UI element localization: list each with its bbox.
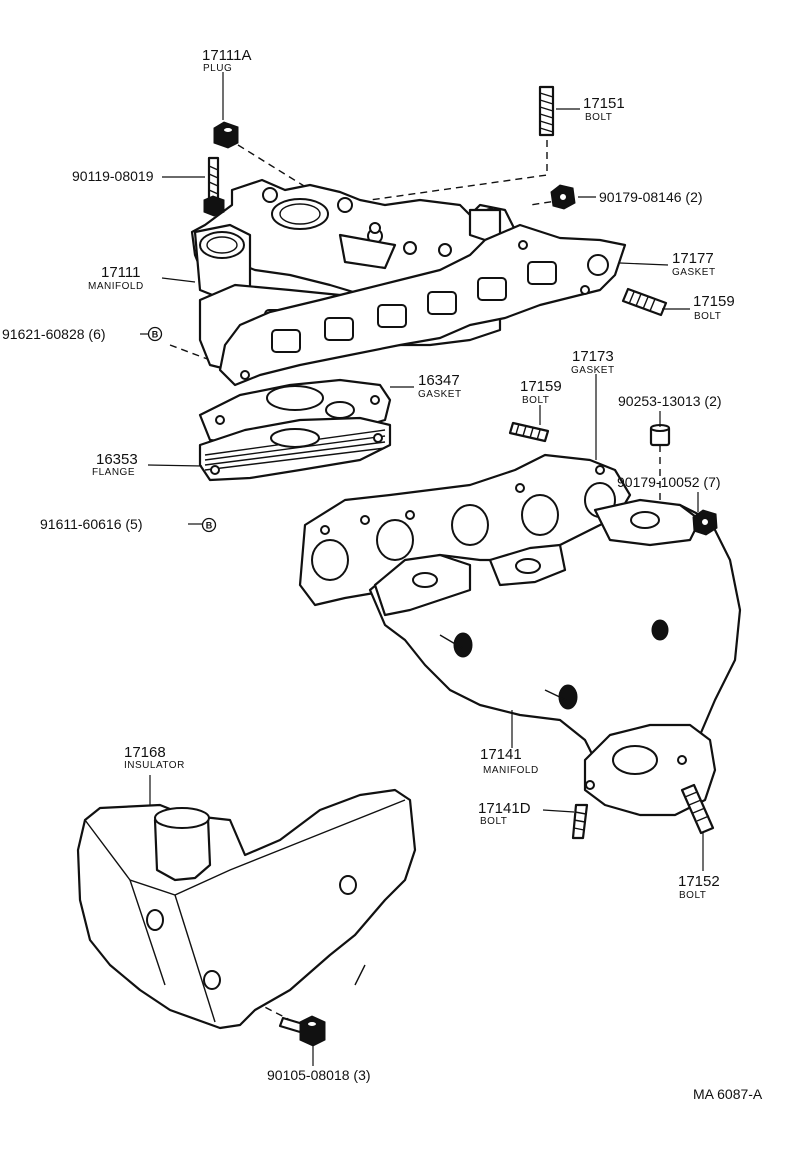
label-17141-name: MANIFOLD (483, 765, 539, 776)
label-17159-lower-number: 17159 (520, 378, 562, 395)
figure-code: MA 6087-A (693, 1086, 763, 1102)
label-17152-name: BOLT (679, 890, 706, 901)
label-17177-number: 17177 (672, 250, 714, 267)
fasteners (203, 85, 718, 1047)
label-17141-number: 17141 (480, 746, 522, 763)
label-17151-number: 17151 (583, 95, 625, 112)
label-17152-number: 17152 (678, 873, 720, 890)
leader-lines (140, 72, 704, 1066)
bolt-90119-part (203, 156, 225, 217)
label-17168-number: 17168 (124, 744, 166, 761)
port-gasket-17177 (218, 223, 627, 387)
plug-17111a-part (213, 121, 239, 149)
label-16353-name: FLANGE (92, 467, 135, 478)
svg-text:B: B (152, 330, 159, 340)
label-16353-number: 16353 (96, 451, 138, 468)
insulator-17168 (76, 788, 417, 1030)
marker-b-91621: B (147, 326, 163, 342)
label-17111-number: 17111 (101, 264, 141, 281)
nut-90179-08146-part (550, 184, 576, 210)
svg-text:B: B (206, 521, 213, 531)
stud-17159-upper-part (621, 287, 668, 317)
bolt-17141d-part (571, 803, 589, 840)
stud-17151-part (538, 85, 555, 137)
label-17111a-number: 17111A (202, 47, 252, 64)
intake-manifold-17111 (190, 178, 517, 372)
label-17159-upper-number: 17159 (693, 293, 735, 310)
label-91621-number: 91621-60828 (6) (2, 326, 106, 342)
label-17141d-number: 17141D (478, 800, 531, 817)
bolt-90105-part (278, 1015, 326, 1047)
flange-16353 (198, 416, 392, 482)
marker-b-91611: B (201, 517, 217, 533)
label-90253-number: 90253-13013 (2) (618, 393, 722, 409)
collar-90253-part (649, 424, 671, 447)
label-17168-name: INSULATOR (124, 760, 185, 771)
label-16347-number: 16347 (418, 372, 460, 389)
label-16347-name: GASKET (418, 389, 462, 400)
nut-90179-10052-part (692, 509, 718, 536)
label-17173-number: 17173 (572, 348, 614, 365)
label-90119-number: 90119-08019 (72, 168, 154, 184)
label-17177-name: GASKET (672, 267, 716, 278)
label-91611-number: 91611-60616 (5) (40, 516, 142, 532)
label-90179-08146-number: 90179-08146 (2) (599, 189, 703, 205)
label-17159-upper-name: BOLT (694, 311, 721, 322)
label-90105-number: 90105-08018 (3) (267, 1067, 371, 1083)
stud-17152-part (680, 783, 715, 835)
label-17111-name: MANIFOLD (88, 281, 144, 292)
label-90179-10052-number: 90179-10052 (7) (617, 474, 721, 490)
stud-17159-lower-part (508, 421, 550, 443)
label-17173-name: GASKET (571, 365, 615, 376)
label-17159-lower-name: BOLT (522, 395, 549, 406)
label-17111a-name: PLUG (203, 63, 232, 74)
label-17151-name: BOLT (585, 112, 612, 123)
callout-labels: 17111A PLUG 90119-08019 17151 BOLT 90179… (2, 47, 763, 1102)
label-17141d-name: BOLT (480, 816, 507, 827)
